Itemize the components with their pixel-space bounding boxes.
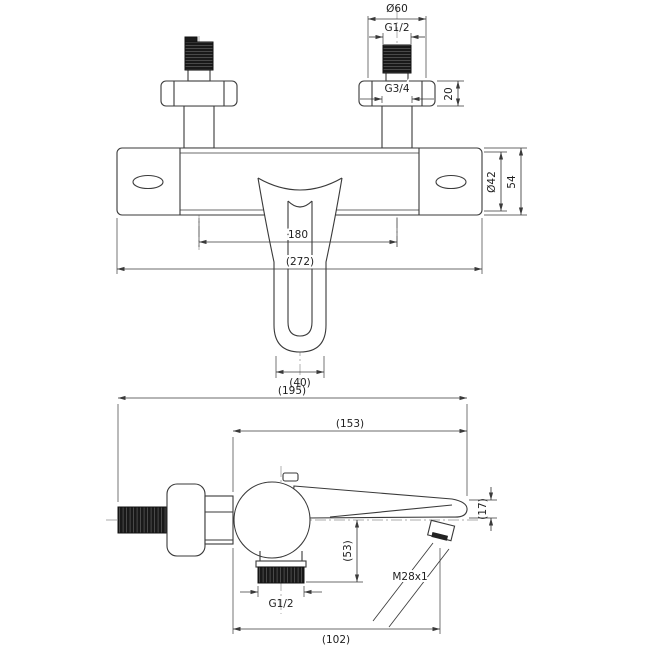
front-view: Ø60 G1/2 G3/4 20 Ø42 bbox=[116, 3, 527, 390]
valve-body bbox=[233, 481, 311, 559]
dim-label-53: (53) bbox=[342, 540, 354, 562]
dim-label-102: (102) bbox=[322, 634, 350, 646]
dim-40: (40) bbox=[275, 356, 325, 389]
dim-17: (17) bbox=[469, 487, 497, 531]
dim-label-54: 54 bbox=[506, 175, 518, 189]
spout bbox=[257, 177, 343, 353]
dim-272: (272) bbox=[116, 218, 483, 274]
dim-label-g34: G3/4 bbox=[384, 83, 409, 95]
dim-20: 20 bbox=[437, 80, 464, 107]
dim-label-17: (17) bbox=[477, 498, 489, 520]
dim-label-g12-bottom: G1/2 bbox=[268, 598, 293, 610]
left-mounting-slot bbox=[132, 174, 164, 190]
hex-nut bbox=[204, 495, 234, 545]
dim-label-m28: M28x1 bbox=[392, 571, 427, 583]
dim-53: (53) bbox=[306, 520, 363, 583]
mixer-body bbox=[116, 147, 483, 216]
dim-dia60: Ø60 bbox=[367, 3, 427, 78]
hose-thread bbox=[257, 566, 305, 584]
dim-g34: G3/4 bbox=[360, 81, 434, 103]
dim-label-dia42: Ø42 bbox=[486, 171, 498, 193]
dim-label-40: (40) bbox=[289, 377, 311, 389]
dim-label-272: (272) bbox=[286, 256, 314, 268]
aerator-face bbox=[431, 531, 449, 541]
dim-label-180: 180 bbox=[288, 229, 308, 241]
right-thread-connector bbox=[382, 44, 412, 74]
dim-g12-top: G1/2 bbox=[369, 22, 425, 44]
dim-g12-bottom: G1/2 bbox=[240, 586, 322, 610]
right-mounting-slot bbox=[435, 174, 467, 190]
dim-180: 180 bbox=[198, 218, 398, 247]
side-view: (195) (153) (17) (53) G1/2 bbox=[106, 385, 497, 646]
inlet-thread bbox=[117, 506, 167, 534]
dim-label-195: (195) bbox=[278, 385, 306, 397]
left-valve-cap bbox=[184, 41, 214, 71]
dim-153: (153) bbox=[232, 418, 467, 492]
dim-label-20: 20 bbox=[443, 87, 455, 100]
dim-label-dia60: Ø60 bbox=[386, 3, 408, 15]
dim-195: (195) bbox=[117, 385, 468, 502]
dim-label-153: (153) bbox=[336, 418, 364, 430]
hose-outlet bbox=[255, 551, 307, 584]
lever-button bbox=[282, 472, 299, 482]
dim-m28: M28x1 bbox=[372, 542, 450, 628]
wall-escutcheon bbox=[166, 483, 206, 557]
right-riser bbox=[358, 44, 436, 149]
dim-102: (102) bbox=[232, 548, 441, 646]
lever-spout bbox=[282, 472, 468, 519]
dim-dia42: Ø42 bbox=[484, 151, 507, 212]
left-riser bbox=[160, 36, 238, 149]
spout-aerator bbox=[426, 519, 456, 542]
dim-54: 54 bbox=[484, 147, 527, 216]
dim-label-g12-top: G1/2 bbox=[384, 22, 409, 34]
